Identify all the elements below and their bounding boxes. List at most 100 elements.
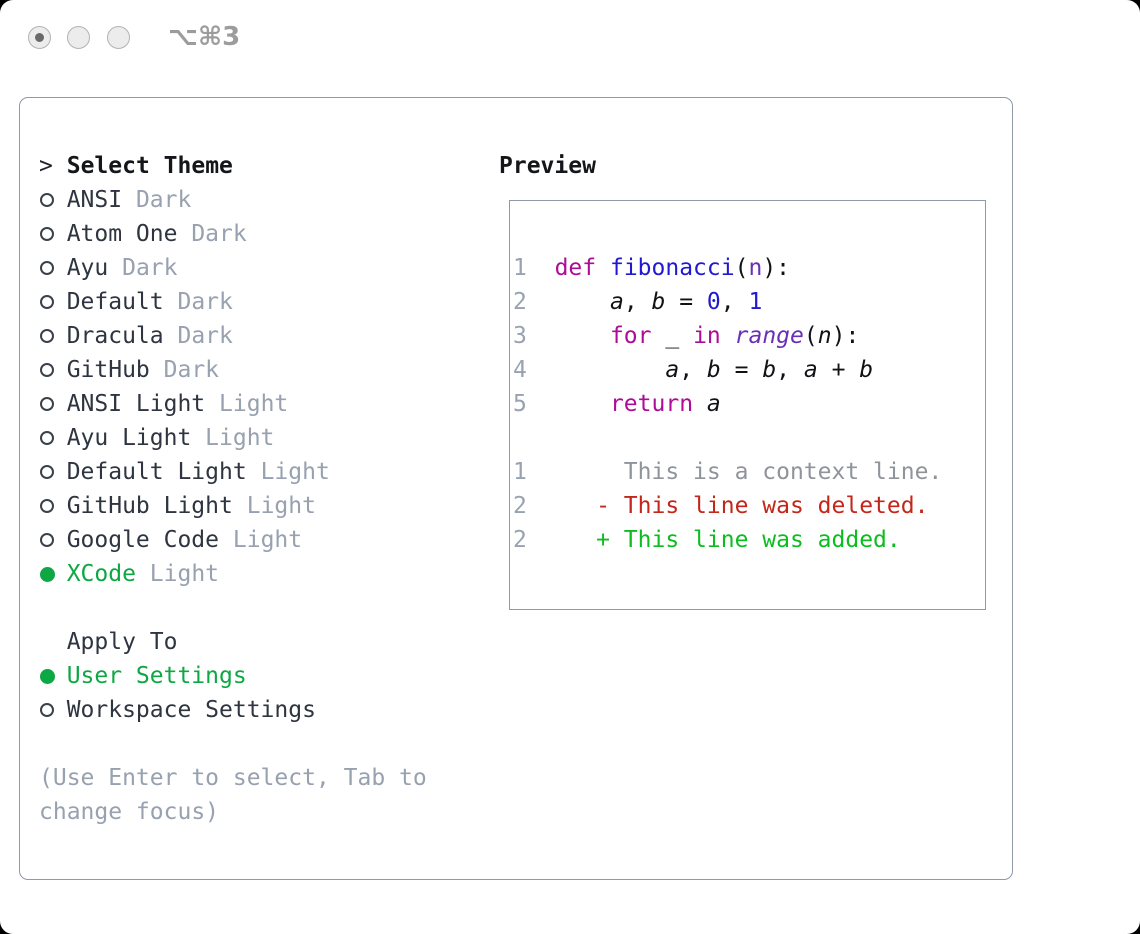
code-token-var: n (817, 323, 832, 349)
code-token (527, 357, 665, 383)
radio-selected-icon (39, 668, 55, 684)
code-token (527, 493, 596, 519)
code-token-num: 2 (513, 289, 527, 315)
code-token-lit: 0 (706, 289, 721, 315)
radio-icon (40, 703, 54, 717)
code-token-var: b (706, 357, 721, 383)
code-token-var: b (859, 357, 874, 383)
preview-box (509, 200, 986, 610)
option-label: GitHub (66, 357, 150, 383)
code-token-add: + This line was added. (596, 527, 901, 553)
theme-option-google-code[interactable]: Google Code Light (39, 523, 427, 557)
code-token-kw: def (554, 255, 597, 281)
apply-option-user-settings[interactable]: User Settings (39, 659, 427, 693)
option-tag: Dark (177, 289, 233, 315)
spacer (53, 153, 67, 179)
preview-title: Preview (499, 153, 596, 179)
option-tag: Dark (191, 221, 247, 247)
code-token-num: 5 (513, 391, 527, 417)
code-token (527, 255, 555, 281)
radio-cell (39, 489, 67, 523)
code-token: , (623, 289, 652, 315)
radio-icon (40, 533, 54, 547)
theme-option-default-light[interactable]: Default Light Light (39, 455, 427, 489)
code-token-num: 4 (513, 357, 527, 383)
option-tag: Light (205, 425, 275, 451)
theme-option-atom-one[interactable]: Atom One Dark (39, 217, 427, 251)
option-label: User Settings (66, 663, 247, 689)
theme-option-dracula[interactable]: Dracula Dark (39, 319, 427, 353)
code-token (693, 391, 707, 417)
code-token: = (665, 289, 707, 315)
code-token: , (679, 357, 707, 383)
code-line-1: 1 def fibonacci(n): (513, 251, 942, 285)
code-token-var: _ (665, 323, 680, 349)
code-token-kw: return (609, 391, 694, 417)
code-token (527, 289, 610, 315)
code-token-fn: fibonacci (609, 255, 735, 281)
option-tag: Light (219, 391, 289, 417)
radio-icon (40, 363, 54, 377)
code-token-num: 2 (513, 493, 527, 519)
window-control-minimize[interactable] (67, 25, 90, 49)
option-tag: Dark (177, 323, 233, 349)
theme-option-github[interactable]: GitHub Dark (39, 353, 427, 387)
theme-option-github-light[interactable]: GitHub Light Light (39, 489, 427, 523)
code-token: , (720, 289, 749, 315)
indent-cell (39, 625, 67, 659)
select-theme-header: > Select Theme (39, 149, 427, 183)
option-label: Ayu Light (66, 425, 192, 451)
code-line-9: 2 + This line was added. (513, 523, 942, 557)
code-token-var: a (803, 357, 818, 383)
code-line-5: 5 return a (513, 387, 942, 421)
theme-option-ansi[interactable]: ANSI Dark (39, 183, 427, 217)
theme-option-xcode[interactable]: XCode Light (39, 557, 427, 591)
option-tag: Dark (163, 357, 220, 383)
radio-icon (40, 499, 54, 513)
spacer-row (39, 727, 427, 761)
code-token (721, 323, 735, 349)
window-control-active-dot (34, 32, 44, 42)
option-label: ANSI Light (66, 391, 206, 417)
radio-icon (40, 431, 54, 445)
radio-selected-icon (39, 566, 55, 582)
option-tag: Light (260, 459, 330, 485)
code-token: + (817, 357, 860, 383)
apply-to-header: Apply To (39, 625, 427, 659)
radio-cell (39, 557, 67, 591)
option-tag: Dark (135, 187, 192, 213)
code-token: ): (831, 323, 860, 349)
option-label: Workspace Settings (66, 697, 316, 723)
apply-option-workspace-settings[interactable]: Workspace Settings (39, 693, 427, 727)
window-control-close[interactable] (27, 25, 51, 49)
hint-line-1: (Use Enter to select, Tab to (39, 765, 427, 791)
option-label: GitHub Light (66, 493, 233, 519)
code-line-4: 4 a, b = b, a + b (513, 353, 942, 387)
code-token-var: a (665, 357, 680, 383)
code-token: ): (762, 255, 791, 281)
code-line-2: 2 a, b = 0, 1 (513, 285, 942, 319)
prompt-caret: > (39, 153, 53, 179)
select-theme-title: Select Theme (66, 153, 233, 179)
theme-option-default[interactable]: Default Dark (39, 285, 427, 319)
theme-option-ayu-light[interactable]: Ayu Light Light (39, 421, 427, 455)
code-token-par: n (748, 255, 763, 281)
radio-cell (39, 421, 67, 455)
spacer-row (39, 591, 427, 625)
theme-option-ansi-light[interactable]: ANSI Light Light (39, 387, 427, 421)
apply-to-title: Apply To (66, 629, 178, 655)
radio-cell (39, 251, 67, 285)
theme-option-ayu[interactable]: Ayu Dark (39, 251, 427, 285)
code-token (679, 323, 693, 349)
radio-cell (39, 285, 67, 319)
code-line-6 (513, 421, 942, 455)
code-line-8: 2 - This line was deleted. (513, 489, 942, 523)
window-control-zoom[interactable] (106, 25, 130, 49)
radio-cell (39, 523, 67, 557)
radio-cell (39, 455, 67, 489)
